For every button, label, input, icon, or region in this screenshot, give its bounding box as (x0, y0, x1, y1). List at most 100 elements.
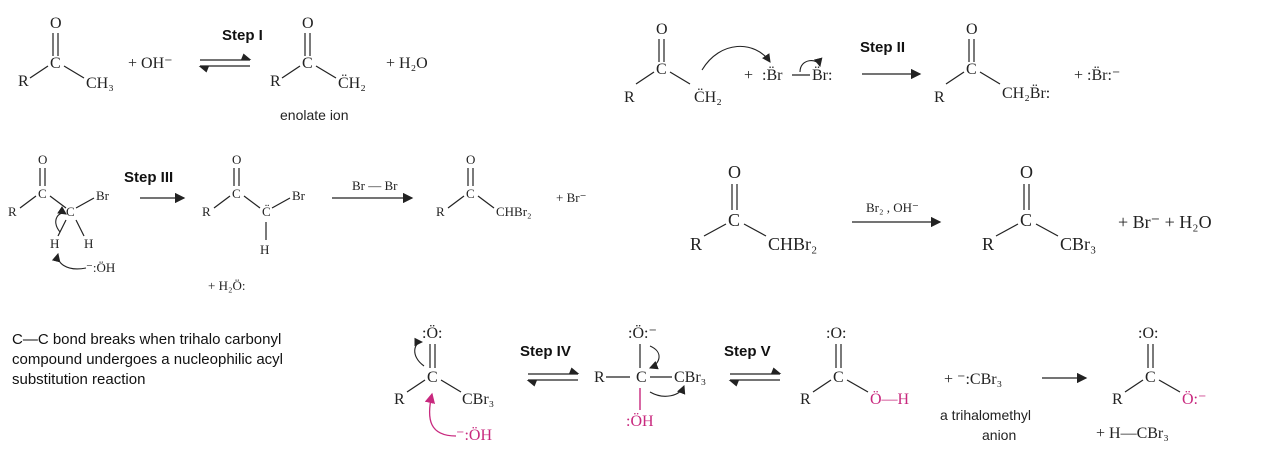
svg-text:O: O (966, 21, 978, 38)
svg-text:R: R (624, 89, 635, 106)
oh-minus: + OH⁻ (128, 55, 173, 72)
enolate-structure: O C R C̈H₂ (270, 15, 366, 92)
svg-text:C: C (232, 186, 241, 201)
description-text: C—C bond breaks when trihalo carbonyl co… (12, 330, 372, 390)
svg-text:C: C (427, 369, 438, 386)
svg-text:R: R (800, 391, 811, 408)
step-1-label: Step I (222, 27, 263, 44)
svg-text:C: C (728, 210, 740, 230)
equilibrium-arrow-5 (728, 367, 782, 387)
svg-text:CHBr₂: CHBr₂ (496, 204, 532, 219)
svg-text:C: C (466, 186, 475, 201)
svg-text:Ö:⁻: Ö:⁻ (1182, 390, 1206, 408)
svg-text:R: R (982, 234, 994, 254)
svg-text:R: R (594, 369, 605, 386)
enolate-label: enolate ion (280, 107, 349, 123)
bromide-water: + Br⁻ + H₂O (1118, 212, 1212, 232)
svg-text:C: C (656, 61, 667, 78)
reagent-br2: Br — Br (352, 178, 398, 193)
step-5-label: Step V (724, 343, 771, 360)
equilibrium-arrow-4 (526, 367, 580, 387)
svg-text:B̈r:: B̈r: (812, 66, 832, 84)
svg-text:O: O (656, 21, 668, 38)
svg-text:C: C (636, 369, 647, 386)
enolate-with-bromine: O C R C̈H₂ (624, 21, 771, 106)
bromide-ion-2: + Br⁻ (556, 190, 586, 205)
tribromo-ketone: O C R CBr₃ (982, 162, 1096, 254)
svg-text::ÖH: :ÖH (626, 412, 654, 430)
carboxylate: :O: C R Ö:⁻ (1112, 325, 1206, 408)
methyl-ketone: O C R CH₃ (18, 15, 114, 92)
svg-text:CHBr₂: CHBr₂ (768, 234, 817, 254)
bromine-molecule: :B̈r B̈r: (762, 57, 832, 84)
dibromo-ketone: O C R CHBr₂ (690, 162, 817, 254)
equilibrium-arrow-1 (198, 53, 252, 73)
step-4-label: Step IV (520, 343, 571, 360)
svg-text:C: C (833, 369, 844, 386)
svg-text:C: C (1020, 210, 1032, 230)
trihalomethyl-label-2: anion (982, 427, 1016, 443)
svg-text:O: O (232, 152, 241, 167)
reagent-br2-oh: Br₂ , OH⁻ (866, 200, 919, 215)
svg-text:H: H (260, 242, 269, 257)
svg-text:⁻:ÖH: ⁻:ÖH (86, 260, 115, 275)
bromide-ion: + :B̈r:⁻ (1074, 66, 1120, 84)
svg-text:CBr₃: CBr₃ (1060, 234, 1096, 254)
svg-text:C: C (966, 61, 977, 78)
svg-text:C: C (302, 55, 313, 72)
dibromo-ketone-small: O C R CHBr₂ (436, 152, 532, 219)
svg-text:CBr₃: CBr₃ (462, 391, 494, 408)
svg-text:CH₂B̈r:: CH₂B̈r: (1002, 84, 1050, 102)
svg-text:H: H (50, 236, 59, 251)
svg-text:R: R (436, 204, 445, 219)
carboxylic-acid: :O: C R Ö—H (800, 325, 910, 408)
svg-text:Ö—H: Ö—H (870, 390, 910, 408)
svg-text:O: O (1020, 162, 1033, 182)
description-line-2: compound undergoes a nucleophilic acyl (12, 351, 284, 368)
svg-text:C̈: C̈ (262, 204, 271, 219)
bromoketone-deprotonation: O C R C Br H H ⁻:ÖH (8, 152, 115, 275)
trihalomethyl-anion-species: + ⁻:CBr₃ (944, 371, 1002, 388)
bromo-enolate: O C R C̈ Br H (202, 152, 306, 257)
svg-text:Br: Br (292, 188, 306, 203)
svg-text:R: R (690, 234, 702, 254)
svg-text::B̈r: :B̈r (762, 66, 783, 84)
bromine-plus: + (744, 67, 753, 84)
bromoform: + H—CBr₃ (1096, 425, 1169, 442)
svg-text:⁻:ÖH: ⁻:ÖH (456, 426, 492, 444)
svg-text:Br: Br (96, 188, 110, 203)
description-line-3: substitution reaction (12, 371, 146, 388)
alpha-bromo-ketone: O C R CH₂B̈r: (934, 21, 1050, 106)
svg-text:O: O (50, 15, 62, 32)
svg-text::Ö:: :Ö: (422, 324, 442, 342)
svg-text:C: C (50, 55, 61, 72)
svg-text:CH₃: CH₃ (86, 75, 114, 92)
tribromo-ketone-attack: :Ö: C R CBr₃ ⁻:ÖH (394, 324, 494, 444)
svg-text:O: O (728, 162, 741, 182)
svg-text:R: R (8, 204, 17, 219)
svg-text:C: C (1145, 369, 1156, 386)
svg-text:R: R (934, 89, 945, 106)
svg-text:R: R (202, 204, 211, 219)
svg-text:C: C (66, 204, 75, 219)
description-line-1: C—C bond breaks when trihalo carbonyl (12, 331, 282, 348)
tetrahedral-intermediate: :Ö:⁻ R C CBr₃ :ÖH (594, 324, 706, 430)
svg-text:CBr₃: CBr₃ (674, 369, 706, 386)
svg-text:C̈H₂: C̈H₂ (338, 74, 366, 92)
svg-text:O: O (466, 152, 475, 167)
svg-text:O: O (302, 15, 314, 32)
svg-text::Ö:⁻: :Ö:⁻ (628, 324, 657, 342)
step-2-label: Step II (860, 39, 905, 56)
water-byproduct: + H₂Ö: (208, 278, 246, 293)
svg-text:O: O (38, 152, 47, 167)
svg-text:R: R (18, 73, 29, 90)
svg-text:C: C (38, 186, 47, 201)
svg-text:R: R (1112, 391, 1123, 408)
svg-text:R: R (394, 391, 405, 408)
step-3-label: Step III (124, 169, 173, 186)
trihalomethyl-label-1: a trihalomethyl (940, 407, 1031, 423)
svg-text::O:: :O: (826, 325, 846, 342)
svg-text:H: H (84, 236, 93, 251)
svg-text:R: R (270, 73, 281, 90)
